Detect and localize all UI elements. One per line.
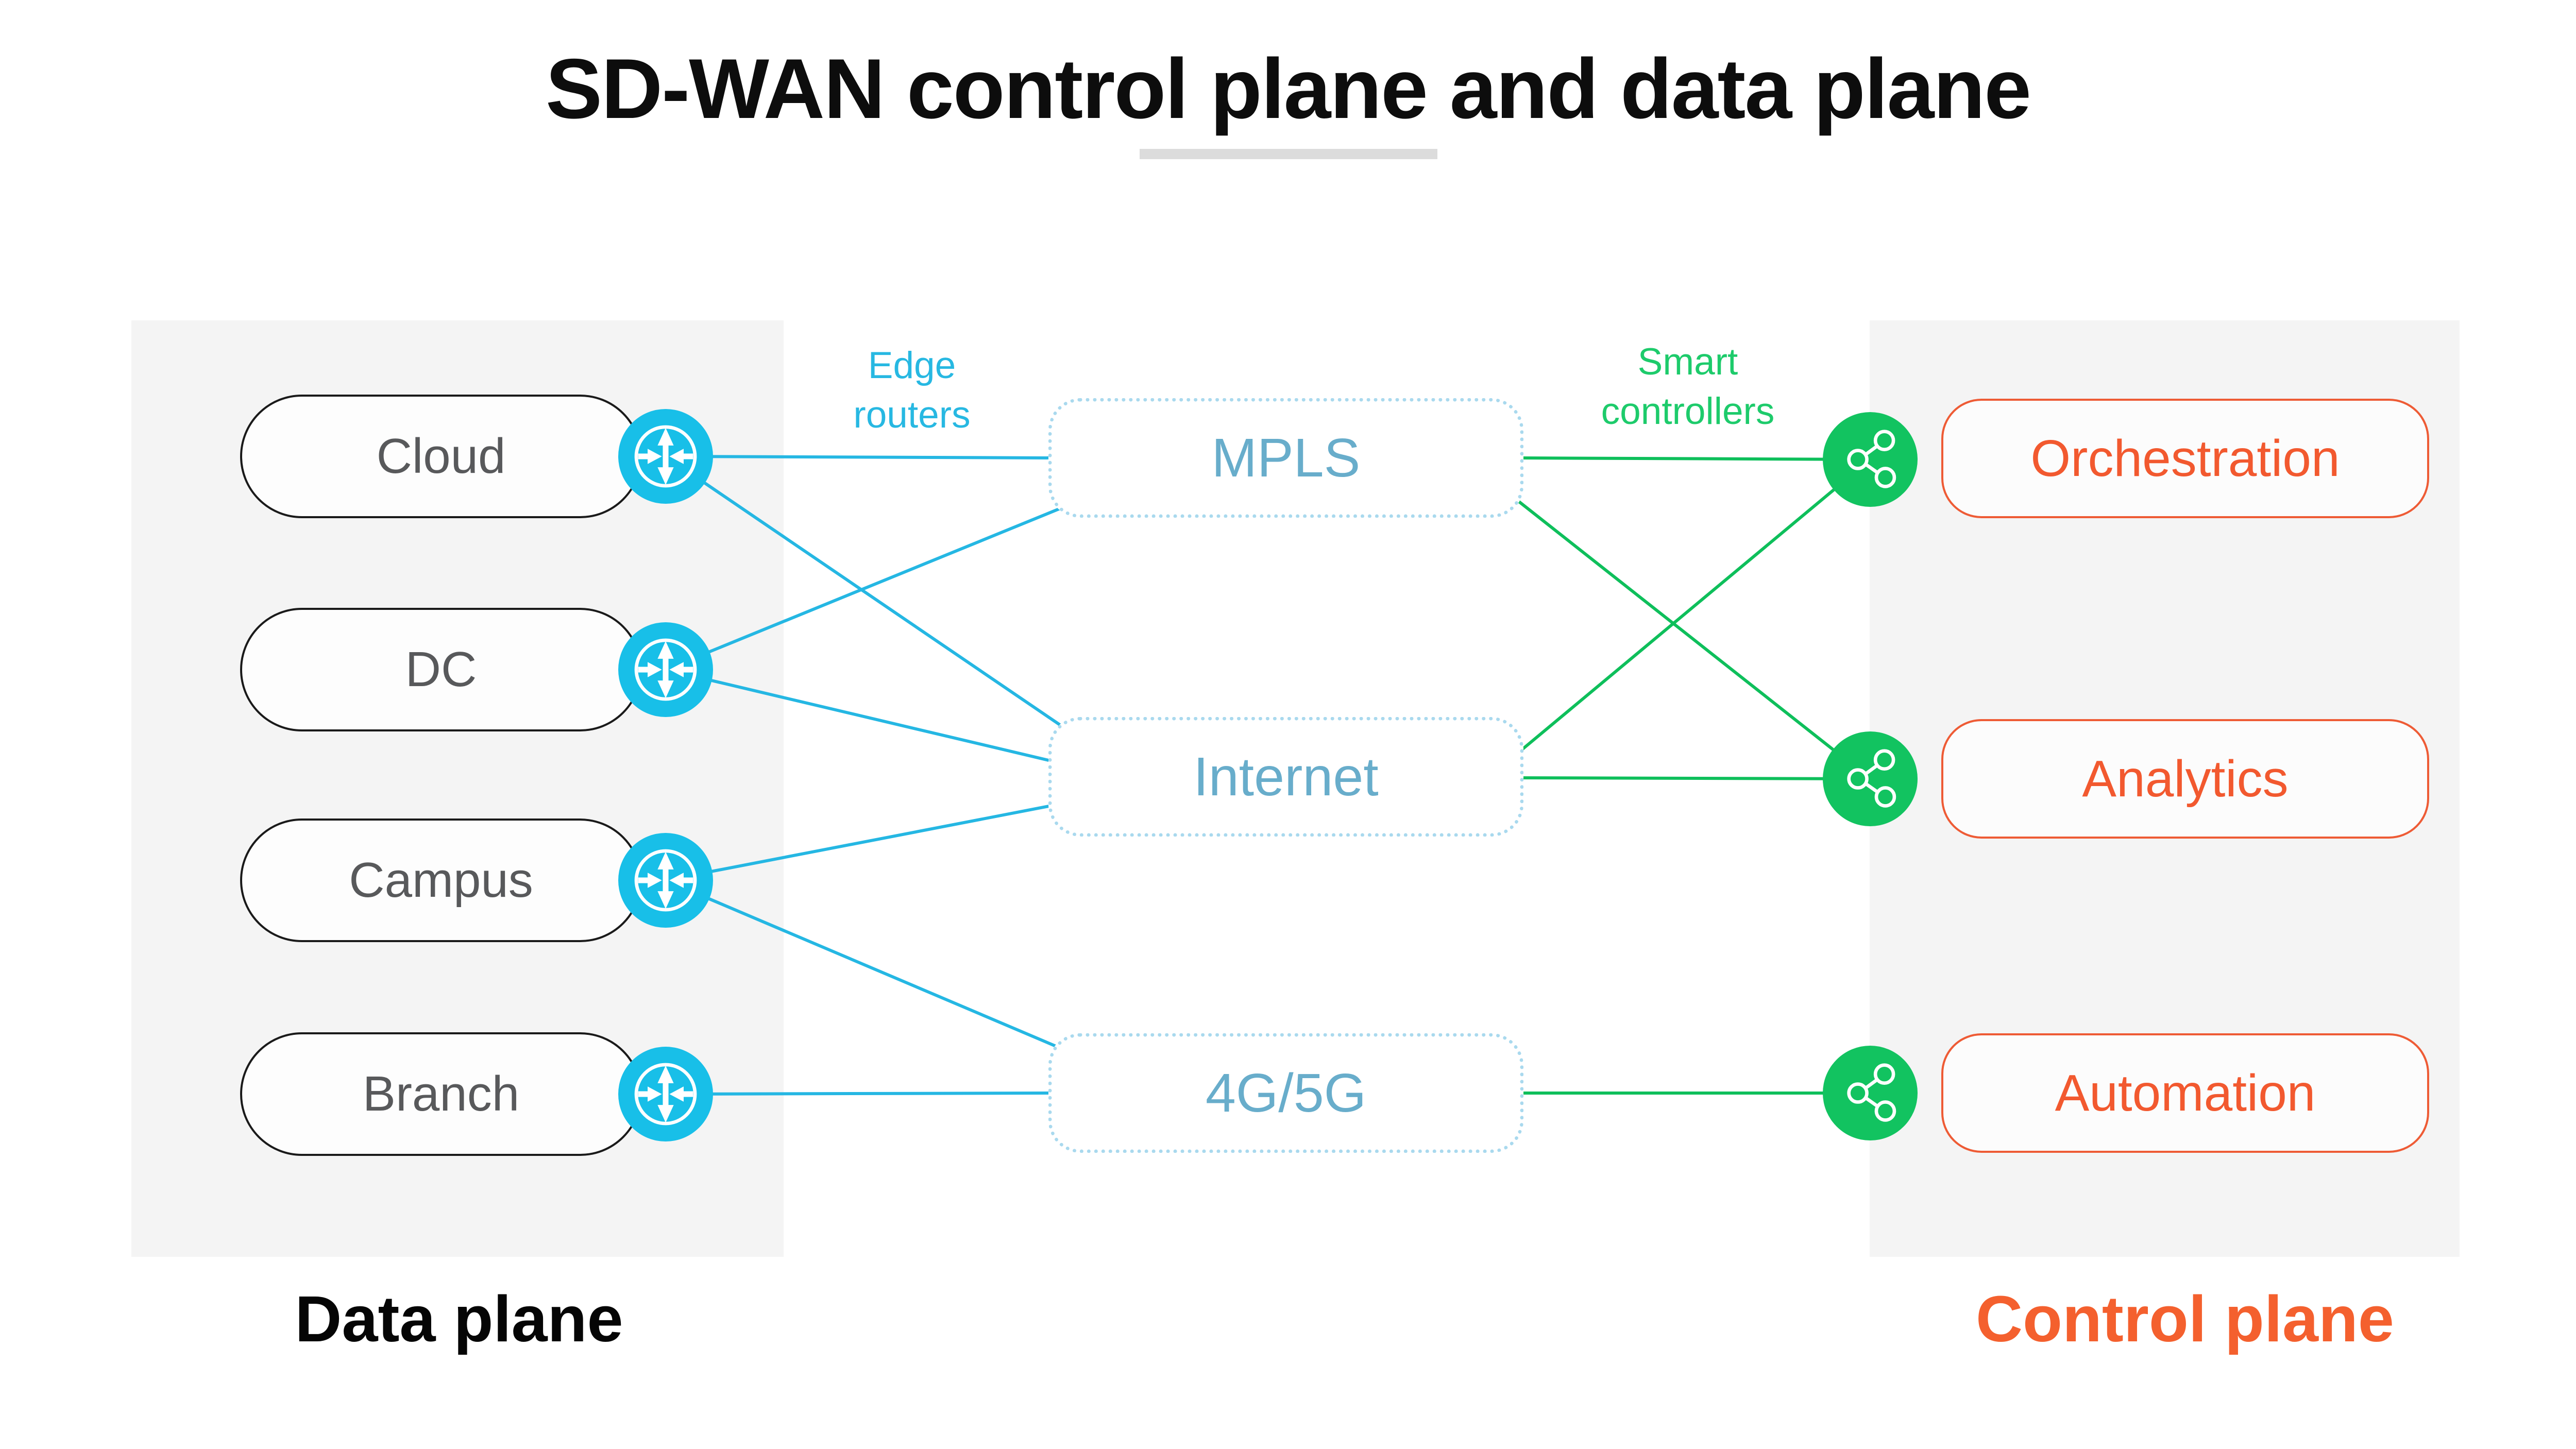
connector-line — [664, 1092, 1057, 1096]
controller-share-icon — [1823, 1046, 1918, 1140]
connector-line — [664, 502, 1073, 671]
site-node-branch: Branch — [240, 1032, 642, 1156]
transport-label: MPLS — [1211, 427, 1361, 488]
service-label: Analytics — [2082, 749, 2289, 808]
service-node-analytics: Analytics — [1941, 719, 2429, 839]
control-plane-caption: Control plane — [1976, 1283, 2394, 1355]
connector-line — [664, 455, 1074, 735]
router-icon — [618, 1047, 713, 1141]
service-node-orchestration: Orchestration — [1941, 399, 2429, 518]
controller-share-icon — [1823, 412, 1918, 507]
connector-line — [1517, 776, 1872, 780]
connector-line — [1516, 499, 1872, 780]
site-node-cloud: Cloud — [240, 395, 642, 518]
connector-line — [664, 455, 1057, 459]
transport-node-4g5g: 4G/5G — [1048, 1033, 1523, 1153]
page-title: SD-WAN control plane and data plane — [546, 41, 2031, 136]
site-node-campus: Campus — [240, 819, 642, 942]
site-label: Campus — [349, 853, 533, 908]
site-node-dc: DC — [240, 608, 642, 731]
edge-routers-label: Edge routers — [853, 345, 971, 436]
site-label: DC — [405, 642, 477, 697]
transport-node-internet: Internet — [1048, 717, 1523, 837]
router-icon — [618, 622, 713, 717]
transport-label: 4G/5G — [1205, 1062, 1367, 1123]
data-plane-caption: Data plane — [295, 1283, 623, 1355]
service-node-automation: Automation — [1941, 1033, 2429, 1153]
connector-line — [664, 668, 1055, 763]
service-label: Orchestration — [2030, 429, 2340, 487]
smart-controllers-label: Smart controllers — [1601, 341, 1775, 432]
connector-line — [664, 879, 1073, 1054]
transport-label: Internet — [1193, 746, 1379, 807]
site-label: Branch — [362, 1066, 520, 1121]
connector-line — [1517, 456, 1872, 461]
transport-node-mpls: MPLS — [1048, 398, 1523, 518]
controller-share-icon — [1823, 731, 1918, 826]
router-icon — [618, 833, 713, 928]
site-label: Cloud — [376, 429, 506, 484]
service-label: Automation — [2055, 1064, 2316, 1122]
connector-line — [1516, 458, 1872, 755]
router-icon — [618, 409, 713, 504]
connector-line — [664, 802, 1064, 882]
title-underline — [1140, 149, 1437, 159]
